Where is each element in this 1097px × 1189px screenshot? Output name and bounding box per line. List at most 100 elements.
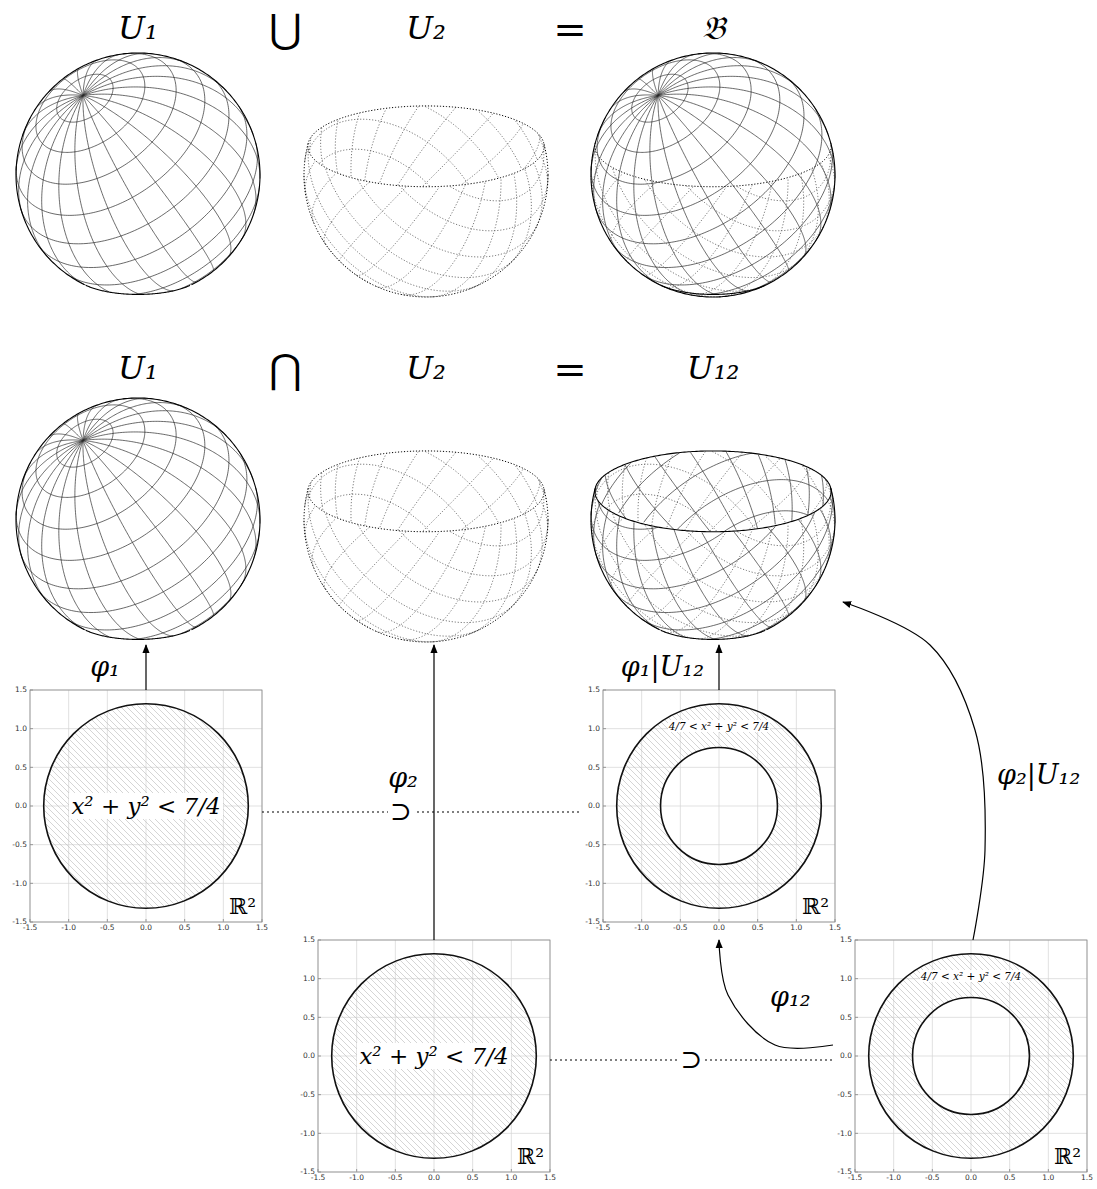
axis-tick-label: 0.5 [1004, 1174, 1016, 1182]
tick-mark [434, 1169, 435, 1172]
axis-tick-label: 0.0 [140, 924, 152, 932]
axis-tick-label: 1.0 [303, 975, 315, 983]
hatching [371, 690, 1065, 922]
grid-line [634, 523, 684, 637]
axis-tick-label: -1.0 [300, 1130, 315, 1138]
hatch-line [206, 690, 438, 922]
grid-line-dotted [613, 169, 632, 206]
grid-line-dotted [326, 514, 345, 551]
hatch-line [98, 940, 330, 1172]
grid-line [642, 488, 832, 630]
surface-outline-dotted [304, 143, 548, 297]
surface-outline [595, 451, 831, 532]
grid-line [83, 95, 246, 239]
grid-line [16, 403, 205, 560]
grid-line-dotted [643, 532, 726, 620]
hatch-line [599, 690, 831, 922]
grid-line-dotted [325, 589, 372, 630]
hatch-line [401, 690, 633, 922]
grid-line [619, 487, 638, 513]
hatch-line [476, 940, 708, 1172]
surface-panel: U₂ [296, 6, 556, 302]
hatch-line [695, 940, 927, 1172]
grid-line-dotted [450, 151, 544, 201]
axis-tick-label: -0.5 [925, 1174, 940, 1182]
plot-figure [371, 690, 1065, 922]
grid-line-dotted [595, 496, 618, 567]
grid-line-dotted [599, 174, 623, 223]
hatch-line [146, 940, 378, 1172]
hatch-line [248, 690, 480, 922]
grid-line-dotted [612, 589, 659, 630]
hatch-line [659, 690, 891, 922]
grid-line [603, 883, 835, 884]
axis-tick-label: 1.5 [1081, 1174, 1093, 1182]
grid-line-dotted [325, 580, 436, 642]
hatch-line [701, 940, 933, 1172]
grid-line-dotted [626, 186, 693, 261]
hatch-line [797, 690, 1029, 922]
grid-line-dotted [667, 451, 706, 527]
hatch-line [845, 940, 1077, 1172]
hatch-line [881, 940, 1097, 1172]
hatch-line [689, 940, 921, 1172]
grid-line-dotted [401, 182, 485, 295]
grid-line-dotted [607, 494, 717, 531]
sphere-figure [591, 451, 835, 639]
plot-background [603, 690, 835, 922]
grid-line-dotted [331, 222, 479, 291]
hatch-line [623, 940, 855, 1172]
axis-tick-label: 0.5 [15, 764, 27, 772]
hatch-line [803, 940, 1035, 1172]
set-name: U₂ [406, 10, 446, 47]
hatch-line [443, 690, 675, 922]
grid-line-dotted [339, 531, 406, 606]
hatch-line [371, 690, 603, 922]
set-name: U₁ [118, 10, 158, 47]
hatch-line [767, 690, 999, 922]
grid-line [652, 68, 658, 95]
tick-mark [146, 919, 147, 922]
grid-line-dotted [592, 506, 602, 540]
surface-outline-dotted [595, 143, 831, 187]
tick-mark [932, 1169, 933, 1172]
hatching [0, 690, 492, 922]
grid-line [57, 74, 113, 122]
grid-line [855, 1133, 1087, 1134]
grid-line-dotted [312, 519, 336, 568]
hatch-line [122, 940, 354, 1172]
map-arrow [843, 602, 985, 940]
grid-line [603, 806, 835, 807]
tick-mark [603, 883, 606, 884]
surface-outline [591, 488, 660, 629]
hatch-line [260, 690, 492, 922]
grid-line-dotted [376, 530, 465, 632]
hatch-line [437, 690, 669, 922]
plane-label: ℝ² [801, 894, 830, 919]
grid-line [1048, 940, 1049, 1172]
grid-line [35, 95, 83, 110]
tick-mark [318, 978, 321, 979]
grid-line-dotted [719, 179, 788, 297]
region-boundary [332, 954, 537, 1159]
hatch-line [833, 690, 1065, 922]
hatch-line [383, 690, 615, 922]
tick-mark [107, 919, 108, 922]
grid-line-dotted [608, 473, 610, 510]
hatch-line [20, 690, 252, 922]
grid-line-dotted [757, 174, 804, 288]
hatch-line [212, 690, 444, 922]
grid-line-dotted [821, 163, 829, 227]
hatch-line [815, 940, 1047, 1172]
hatch-line [0, 690, 36, 922]
hatch-line [86, 940, 318, 1172]
hatch-line [0, 690, 30, 922]
hatch-line [0, 690, 222, 922]
tick-mark [893, 1169, 894, 1172]
hatch-line [755, 690, 987, 922]
grid-line [181, 234, 245, 288]
axis-tick-label: 1.5 [588, 686, 600, 694]
grid-line [702, 533, 772, 627]
tick-mark [30, 806, 33, 807]
grid-line-dotted [399, 177, 548, 231]
